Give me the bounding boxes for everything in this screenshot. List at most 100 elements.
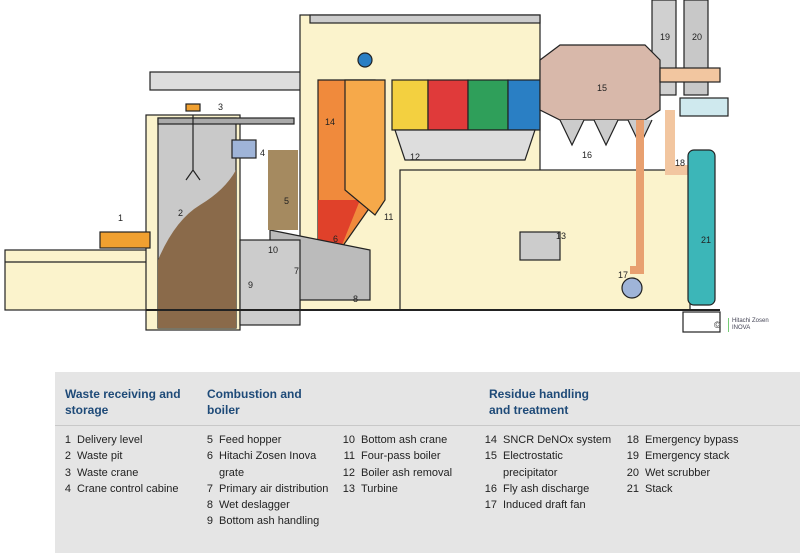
legend-item-label: Emergency bypass bbox=[645, 434, 739, 446]
legend-item-label: Four-pass boiler bbox=[361, 450, 441, 463]
legend-item-label: Wet scrubber bbox=[645, 466, 711, 479]
svg-text:13: 13 bbox=[556, 231, 566, 241]
legend-item-number: 10 bbox=[342, 434, 355, 446]
svg-text:9: 9 bbox=[248, 280, 253, 290]
svg-text:10: 10 bbox=[268, 245, 278, 255]
legend-item-label: Turbine bbox=[361, 482, 398, 495]
legend-item: 16 Fly ash discharge bbox=[483, 481, 623, 497]
svg-text:12: 12 bbox=[410, 152, 420, 162]
legend-item: 7 Primary air distribution bbox=[199, 481, 339, 497]
waste-pile bbox=[158, 170, 236, 328]
svg-text:14: 14 bbox=[325, 117, 335, 127]
svg-text:8: 8 bbox=[353, 294, 358, 304]
legend-item: 3 Waste crane bbox=[57, 465, 197, 481]
legend-item-label: Feed hopper bbox=[219, 434, 282, 446]
legend-item-label: SNCR DeNOx system bbox=[503, 434, 612, 446]
legend-item-label: Electrostatic precipitator bbox=[503, 450, 563, 479]
legend-heading: Combustion and boiler bbox=[207, 387, 302, 417]
svg-text:6: 6 bbox=[333, 234, 338, 244]
reception-roof bbox=[149, 71, 303, 91]
legend-item: 11 Four-pass boiler bbox=[341, 448, 481, 464]
legend-item-label: Emergency stack bbox=[645, 450, 730, 463]
legend-item-number: 4 bbox=[64, 482, 71, 495]
legend-item-label: Fly ash discharge bbox=[503, 482, 590, 495]
legend-item-label: Boiler ash removal bbox=[361, 466, 453, 479]
svg-text:20: 20 bbox=[692, 32, 702, 42]
legend-item: 18 Emergency bypass bbox=[625, 432, 765, 448]
legend-item-number: 5 bbox=[206, 434, 213, 446]
legend-item-number: 6 bbox=[206, 450, 213, 463]
legend-item: 14 SNCR DeNOx system bbox=[483, 432, 623, 448]
legend-item-number: 8 bbox=[206, 499, 213, 512]
legend-group: 1 Delivery level 2 Waste pit 3 Waste crane 4 Cr… bbox=[57, 432, 197, 497]
legend-heading: Residue handling and treatment bbox=[489, 387, 590, 417]
svg-text:5: 5 bbox=[284, 196, 289, 206]
legend-item: 6 Hitachi Zosen Inova grate bbox=[199, 448, 339, 481]
legend-item: 1 Delivery level bbox=[57, 432, 197, 448]
legend-item-label: Waste pit bbox=[77, 450, 123, 463]
legend-item-number: 20 bbox=[626, 466, 639, 479]
svg-text:16: 16 bbox=[582, 150, 592, 160]
legend-item: 19 Emergency stack bbox=[625, 448, 765, 464]
legend: Waste receiving and storage Combustion a… bbox=[55, 372, 800, 553]
svg-text:15: 15 bbox=[597, 83, 607, 93]
legend-item-label: Wet deslagger bbox=[219, 499, 290, 512]
svg-text:2: 2 bbox=[178, 208, 183, 218]
legend-item-number: 17 bbox=[484, 499, 497, 512]
legend-group: 18 Emergency bypass 19 Emergency stack 20 Wet… bbox=[625, 432, 765, 497]
legend-item-label: Bottom ash crane bbox=[361, 434, 448, 446]
legend-group: 10 Bottom ash crane 11 Four-pass boiler 12 Bo… bbox=[341, 432, 481, 497]
legend-item-label: Primary air distribution bbox=[219, 482, 329, 495]
svg-text:3: 3 bbox=[218, 102, 223, 112]
legend-item-number: 2 bbox=[64, 450, 71, 463]
electrostatic-precipitator bbox=[539, 44, 661, 121]
svg-text:21: 21 bbox=[701, 235, 711, 245]
legend-item-number: 13 bbox=[342, 482, 355, 495]
legend-item-label: Delivery level bbox=[77, 434, 143, 446]
turbine bbox=[519, 231, 561, 261]
legend-item: 9 Bottom ash handling bbox=[199, 513, 339, 529]
legend-item-label: Waste crane bbox=[77, 466, 139, 479]
legend-item-number: 1 bbox=[64, 434, 71, 446]
legend-divider bbox=[55, 425, 800, 426]
legend-item-number: 7 bbox=[206, 482, 213, 495]
legend-item-label: Crane control cabine bbox=[77, 482, 179, 495]
svg-text:11: 11 bbox=[384, 212, 393, 222]
legend-item-number: 11 bbox=[343, 450, 355, 463]
legend-item: 12 Boiler ash removal bbox=[341, 465, 481, 481]
legend-item-label: Bottom ash handling bbox=[219, 515, 320, 528]
legend-item-number: 9 bbox=[206, 515, 213, 528]
svg-text:19: 19 bbox=[660, 32, 670, 42]
legend-item: 10 Bottom ash crane bbox=[341, 432, 481, 448]
delivery-level bbox=[4, 249, 154, 311]
label-markers: 1 2 3 4 5 6 7 8 9 10 11 12 13 14 15 16 1… bbox=[118, 32, 711, 304]
legend-item: 13 Turbine bbox=[341, 481, 481, 497]
legend-item: 21 Stack bbox=[625, 481, 765, 497]
legend-item-number: 16 bbox=[484, 482, 497, 495]
legend-item-label: Stack bbox=[645, 482, 673, 495]
legend-item-label: Hitachi Zosen Inova grate bbox=[219, 450, 317, 479]
legend-item-number: 19 bbox=[626, 450, 639, 463]
svg-text:17: 17 bbox=[618, 270, 628, 280]
legend-item-number: 18 bbox=[626, 434, 639, 446]
svg-text:18: 18 bbox=[675, 158, 685, 168]
copyright-icon: © bbox=[714, 320, 721, 330]
legend-item: 2 Waste pit bbox=[57, 448, 197, 464]
svg-text:4: 4 bbox=[260, 148, 265, 158]
legend-item-number: 3 bbox=[64, 466, 71, 479]
legend-item: 5 Feed hopper bbox=[199, 432, 339, 448]
svg-text:7: 7 bbox=[294, 266, 299, 276]
legend-item-number: 14 bbox=[484, 434, 497, 446]
legend-item-number: 21 bbox=[626, 482, 639, 495]
legend-item: 8 Wet deslagger bbox=[199, 497, 339, 513]
legend-item: 4 Crane control cabine bbox=[57, 481, 197, 497]
legend-item: 20 Wet scrubber bbox=[625, 465, 765, 481]
legend-item-number: 12 bbox=[342, 466, 355, 479]
plant-diagram: 1 2 3 4 5 6 7 8 9 10 11 12 13 14 15 16 1… bbox=[4, 0, 729, 333]
wet-scrubber bbox=[687, 149, 716, 306]
